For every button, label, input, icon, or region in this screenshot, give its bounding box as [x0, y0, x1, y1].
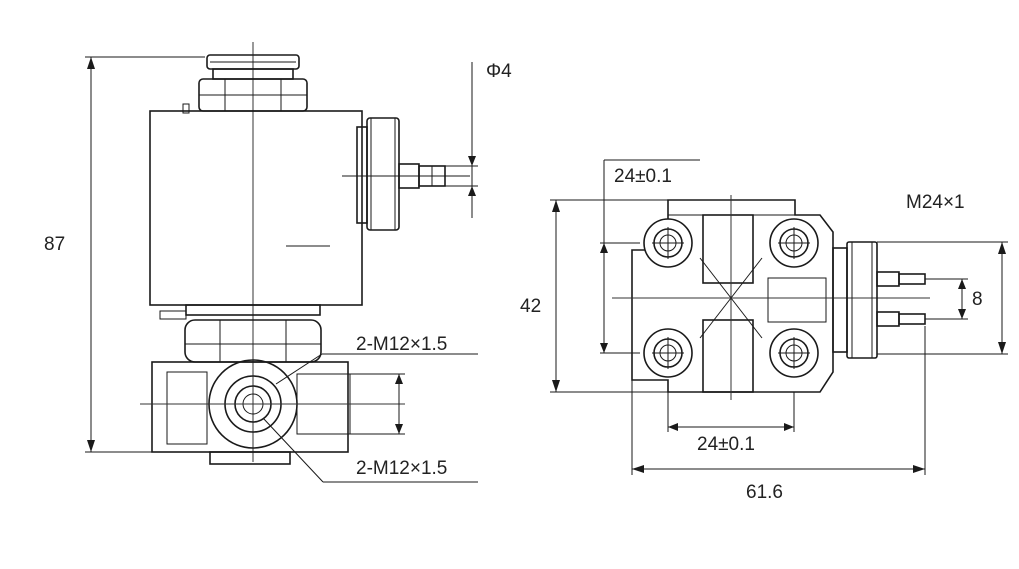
plan-nut-and-tubes — [832, 241, 926, 359]
dim-label-pipe-dia: Φ4 — [486, 61, 512, 82]
mounting-hole-tr — [769, 218, 819, 268]
dim-label-port-top: 2-M12×1.5 — [356, 334, 447, 355]
dim-height-87 — [85, 56, 205, 453]
dim-hole-spacing-horizontal — [667, 392, 795, 432]
dim-label-tube-spacing: 8 — [972, 289, 983, 310]
mounting-hole-br — [769, 328, 819, 378]
plan-body — [612, 195, 930, 400]
dim-label-nut-thread: M24×1 — [906, 192, 965, 213]
dim-label-61-6: 61.6 — [746, 482, 783, 503]
coil-connector — [356, 117, 446, 231]
dim-tube-spacing — [925, 278, 968, 320]
dim-label-hole-spacing-bottom: 24±0.1 — [697, 434, 755, 455]
dim-width-61-6 — [631, 326, 926, 475]
dim-port-thread — [262, 353, 478, 483]
dim-pipe-dia — [445, 62, 478, 218]
dim-label-hole-spacing-top: 24±0.1 — [614, 166, 672, 187]
mounting-hole-tl — [643, 218, 693, 268]
valve-bonnet — [159, 304, 322, 363]
coil-body — [149, 110, 470, 306]
plan-view: 24±0.1 42 24±0.1 61.6 — [520, 159, 1008, 503]
dim-height-42 — [550, 199, 668, 393]
dim-label-port-bottom: 2-M12×1.5 — [356, 458, 447, 479]
dim-hole-spacing-vertical — [600, 159, 700, 354]
dim-label-87: 87 — [44, 234, 65, 255]
top-fitting — [182, 54, 308, 114]
dim-nut-thread — [877, 241, 1008, 355]
mounting-hole-bl — [643, 328, 693, 378]
valve-body — [140, 359, 405, 465]
side-view: 87 Φ4 2-M12×1.5 2-M12×1.5 — [44, 42, 512, 483]
dim-label-42: 42 — [520, 296, 541, 317]
